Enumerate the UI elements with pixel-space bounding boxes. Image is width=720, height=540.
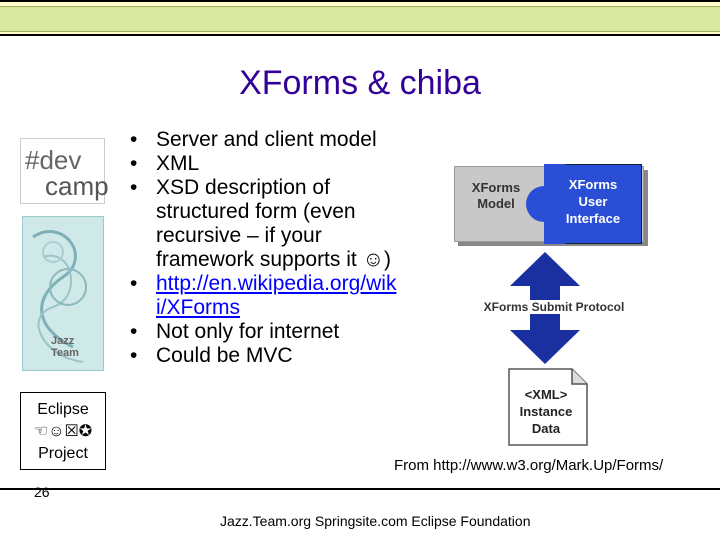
connector-shape <box>526 164 566 244</box>
diagram-text: <XML> <box>524 387 568 402</box>
diagram-text: Data <box>531 421 561 436</box>
xforms-diagram: XForms Model XForms User Interface XForm… <box>450 160 710 450</box>
bullet-text: XSD description of structured form (even… <box>156 176 391 271</box>
logo-text: Team <box>51 347 79 359</box>
slide-title: XForms & chiba <box>239 64 481 102</box>
document-icon <box>508 368 588 446</box>
jazz-team-logo: Jazz Team <box>22 216 104 371</box>
diagram-text: XForms <box>471 180 521 195</box>
page-number: 26 <box>34 484 50 500</box>
diagram-text: Model <box>477 196 515 211</box>
diagram-text: User <box>578 194 608 209</box>
bullet-text: XML <box>156 152 200 175</box>
bullet-text: Server and client model <box>156 128 377 151</box>
logo-text: camp <box>45 171 109 201</box>
wikipedia-link[interactable]: http://en.wikipedia.org/wiki/XForms <box>156 272 397 319</box>
logo-text: #dev <box>25 145 82 175</box>
bullet-list: •Server and client model •XML •XSD descr… <box>128 128 398 368</box>
logo-text: Eclipse <box>37 401 89 418</box>
footer-text: Jazz.Team.org Springsite.com Eclipse Fou… <box>220 513 531 529</box>
xml-label: <XML> Instance Data <box>508 386 584 437</box>
footer-divider <box>0 488 720 490</box>
source-citation: From http://www.w3.org/Mark.Up/Forms/ <box>394 457 664 474</box>
list-item: •Could be MVC <box>130 344 293 367</box>
logo-text: ☜☺☒✪ <box>33 423 93 440</box>
dev-camp-logo: #dev camp <box>20 138 109 204</box>
logo-text: Project <box>38 445 88 462</box>
diagram-text: Interface <box>565 211 621 226</box>
eclipse-logo: Eclipse ☜☺☒✪ Project <box>20 392 106 470</box>
ui-label: XForms User Interface <box>544 176 642 227</box>
logo-text: Jazz <box>51 335 75 347</box>
diagram-text: Instance <box>519 404 573 419</box>
list-item: •XML <box>130 152 200 175</box>
header-band <box>0 0 720 36</box>
list-item: •XSD description of structured form (eve… <box>130 176 391 271</box>
diagram-text: XForms <box>568 177 618 192</box>
list-item: •Not only for internet <box>130 320 340 343</box>
jazz-swirl-image <box>23 217 103 370</box>
model-label: XForms Model <box>456 180 536 212</box>
bullet-text: Could be MVC <box>156 344 293 367</box>
bullet-text: Not only for internet <box>156 320 340 343</box>
list-item: •Server and client model <box>130 128 377 151</box>
list-item: •http://en.wikipedia.org/wiki/XForms <box>130 272 397 319</box>
header-band-inner <box>0 6 720 32</box>
protocol-label: XForms Submit Protocol <box>464 300 644 314</box>
